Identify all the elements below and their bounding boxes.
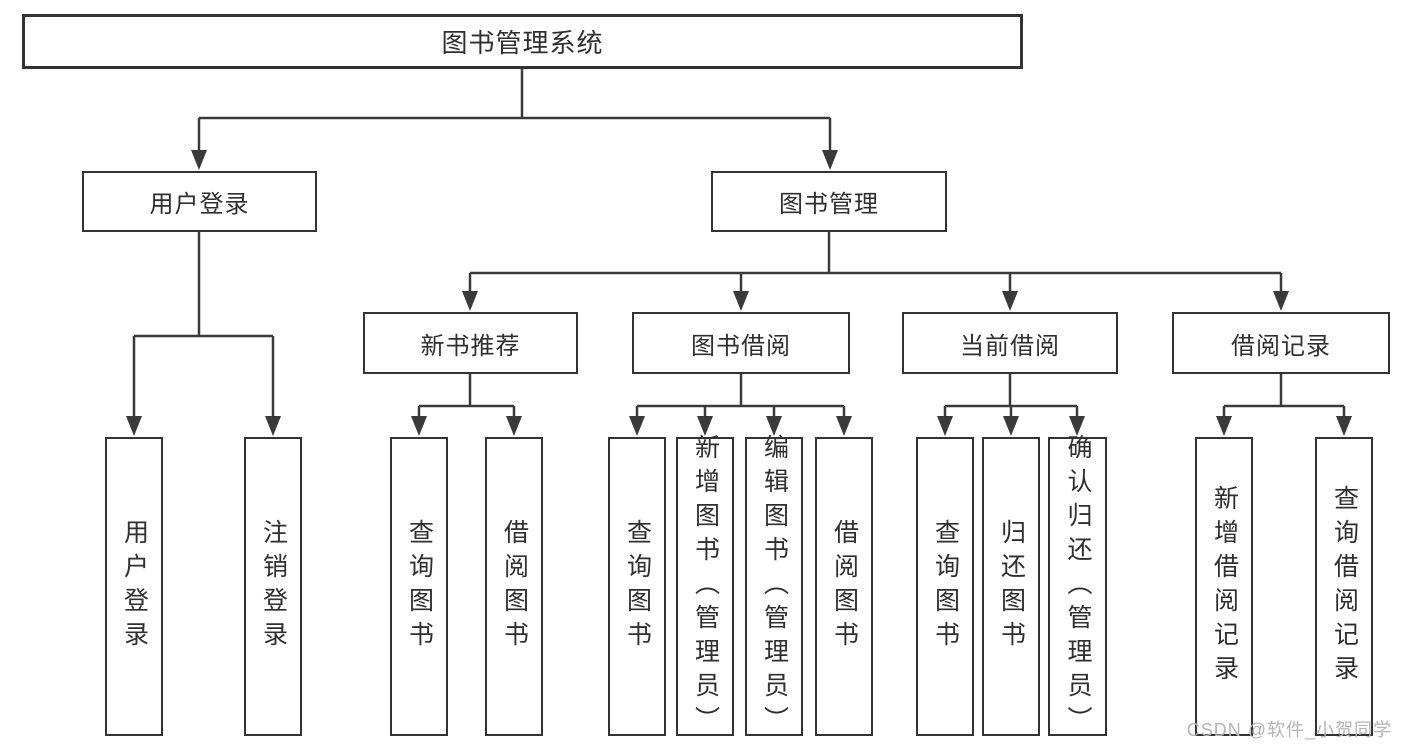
leaf-return-books-label: 归还图书 bbox=[997, 518, 1026, 655]
section-book-borrow: 图书借阅 bbox=[632, 312, 850, 374]
leaf-logout-login: 注销登录 bbox=[244, 437, 302, 736]
section-new-book-recommend-label: 新书推荐 bbox=[420, 332, 521, 360]
branch-book-management-label: 图书管理 bbox=[779, 191, 879, 218]
leaf-query-borrow-record-label: 查询借阅记录 bbox=[1330, 484, 1359, 689]
branch-book-management: 图书管理 bbox=[711, 171, 947, 232]
leaf-borrow-books-recommend: 借阅图书 bbox=[485, 437, 543, 736]
leaf-confirm-return-admin-label: 确认归还（管理员） bbox=[1064, 433, 1092, 740]
leaf-user-login-label: 用户登录 bbox=[120, 518, 149, 655]
leaf-edit-books-admin: 编辑图书（管理员） bbox=[745, 434, 803, 740]
leaf-logout-login-label: 注销登录 bbox=[259, 518, 288, 655]
leaf-borrow-books-borrow: 借阅图书 bbox=[815, 437, 873, 736]
leaf-add-borrow-record-label: 新增借阅记录 bbox=[1210, 484, 1239, 689]
section-borrow-record: 借阅记录 bbox=[1172, 312, 1390, 374]
leaf-add-borrow-record: 新增借阅记录 bbox=[1195, 437, 1253, 736]
leaf-query-books-recommend: 查询图书 bbox=[390, 437, 448, 736]
arrowheads bbox=[126, 150, 1352, 436]
root-node-label: 图书管理系统 bbox=[441, 28, 604, 58]
leaf-borrow-books-borrow-label: 借阅图书 bbox=[830, 518, 859, 655]
leaf-query-books-borrow: 查询图书 bbox=[608, 437, 666, 736]
leaf-edit-books-admin-label: 编辑图书（管理员） bbox=[760, 433, 789, 740]
branch-user-login-label: 用户登录 bbox=[149, 191, 250, 218]
section-current-borrow-label: 当前借阅 bbox=[960, 332, 1060, 360]
root-node-library-system: 图书管理系统 bbox=[22, 14, 1023, 69]
leaf-query-books-borrow-label: 查询图书 bbox=[623, 518, 652, 655]
leaf-query-books-recommend-label: 查询图书 bbox=[405, 518, 434, 655]
section-new-book-recommend: 新书推荐 bbox=[363, 312, 578, 374]
leaf-user-login: 用户登录 bbox=[105, 437, 163, 736]
leaf-return-books: 归还图书 bbox=[982, 437, 1040, 736]
section-current-borrow: 当前借阅 bbox=[902, 312, 1118, 374]
leaf-add-books-admin-label: 新增图书（管理员） bbox=[691, 433, 720, 740]
leaf-add-books-admin: 新增图书（管理员） bbox=[676, 434, 734, 740]
section-book-borrow-label: 图书借阅 bbox=[691, 332, 791, 360]
leaf-query-books-current: 查询图书 bbox=[916, 437, 974, 736]
branch-user-login: 用户登录 bbox=[82, 171, 317, 232]
csdn-watermark: CSDN @软件_小贺同学 bbox=[1186, 720, 1392, 740]
leaf-borrow-books-recommend-label: 借阅图书 bbox=[500, 518, 529, 655]
leaf-query-borrow-record: 查询借阅记录 bbox=[1315, 437, 1373, 736]
leaf-confirm-return-admin: 确认归还（管理员） bbox=[1048, 434, 1107, 740]
section-borrow-record-label: 借阅记录 bbox=[1231, 332, 1331, 360]
leaf-query-books-current-label: 查询图书 bbox=[931, 518, 960, 655]
